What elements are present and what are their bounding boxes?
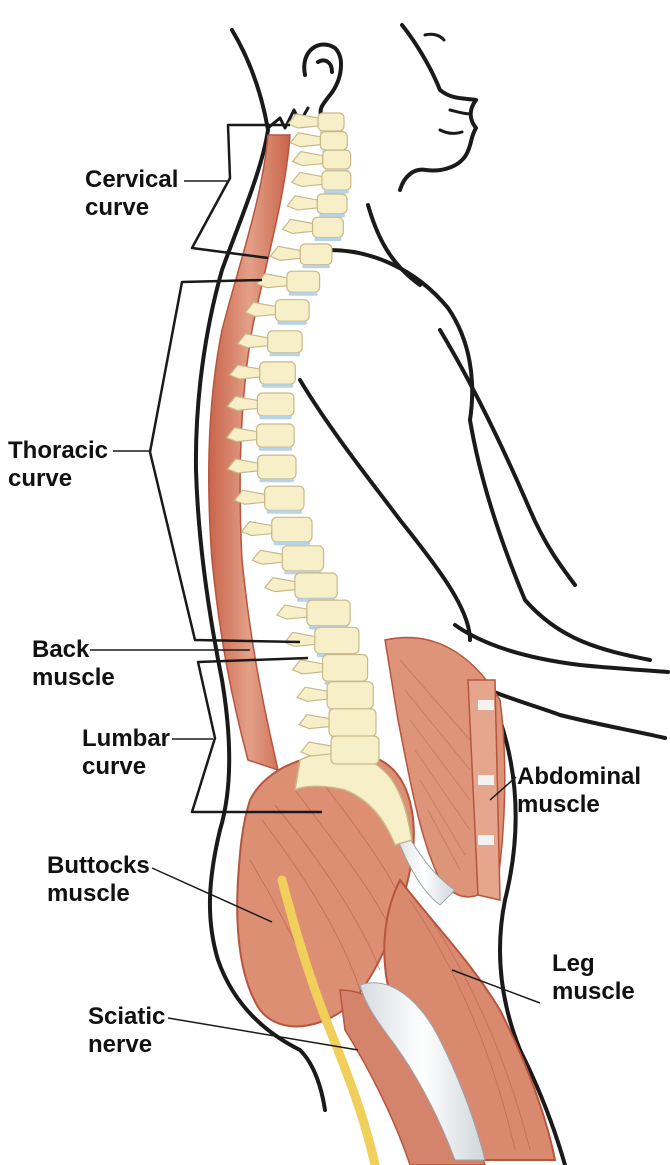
vertebra-body <box>295 573 337 598</box>
vertebra-body <box>313 217 344 237</box>
vertebra-process <box>297 687 327 701</box>
vertebra-process <box>290 133 320 147</box>
vertebra-body <box>258 455 296 479</box>
vertebra-body <box>323 655 368 682</box>
label-lumbar-curve: Lumbar curve <box>82 725 170 781</box>
vertebra-body <box>318 113 344 131</box>
intervertebral-disc <box>274 542 310 546</box>
label-lumbar-line2: curve <box>82 753 170 781</box>
vertebra-process <box>301 742 331 756</box>
intervertebral-disc <box>277 321 307 325</box>
vertebra-body <box>315 627 359 653</box>
intervertebral-disc <box>270 353 301 357</box>
label-thoracic-line1: Thoracic <box>8 437 108 465</box>
vertebra-process <box>242 522 272 536</box>
vertebra-body <box>265 486 304 510</box>
vertebra-process <box>293 152 323 166</box>
label-back-line2: muscle <box>32 664 115 692</box>
label-sciatic-nerve: Sciatic nerve <box>88 1003 165 1059</box>
label-sciatic-line1: Sciatic <box>88 1003 165 1031</box>
label-abdominal-line1: Abdominal <box>517 763 641 791</box>
label-cervical-line2: curve <box>85 194 178 222</box>
label-buttocks-line2: muscle <box>47 880 150 908</box>
intervertebral-disc <box>262 384 294 388</box>
vertebra-process <box>283 219 313 233</box>
vertebra-body <box>331 736 379 764</box>
label-leg-line2: muscle <box>552 978 635 1006</box>
vertebra-body <box>307 600 350 626</box>
label-buttocks-line1: Buttocks <box>47 852 150 880</box>
vertebra-process <box>252 550 282 564</box>
label-back-muscle: Back muscle <box>32 636 115 692</box>
vertebra-body <box>300 244 332 265</box>
intervertebral-disc <box>324 190 349 194</box>
vertebra-body <box>275 300 309 322</box>
vertebra-process <box>285 632 315 646</box>
vertebra-process <box>277 605 307 619</box>
vertebra-body <box>317 194 347 214</box>
vertebra-body <box>257 424 295 447</box>
intervertebral-disc <box>315 238 342 242</box>
vertebra-body <box>260 362 296 384</box>
intervertebral-disc <box>259 416 292 420</box>
vertebra-process <box>299 715 329 729</box>
vertebra-process <box>287 196 317 210</box>
label-cervical-curve: Cervical curve <box>85 166 178 222</box>
label-abdominal-muscle: Abdominal muscle <box>517 763 641 819</box>
label-lumbar-line1: Lumbar <box>82 725 170 753</box>
label-thoracic-curve: Thoracic curve <box>8 437 108 493</box>
vertebra-process <box>265 578 295 592</box>
vertebra-process <box>293 660 323 674</box>
intervertebral-disc <box>289 292 318 296</box>
label-leg-muscle: Leg muscle <box>552 950 635 1006</box>
label-back-line1: Back <box>32 636 115 664</box>
vertebra-body <box>268 331 303 353</box>
label-sciatic-line2: nerve <box>88 1031 165 1059</box>
vertebra-body <box>322 171 351 190</box>
vertebra-body <box>329 709 376 737</box>
vertebra-body <box>327 682 373 709</box>
intervertebral-disc <box>302 265 330 269</box>
vertebra-body <box>323 150 351 169</box>
intervertebral-disc <box>259 447 293 451</box>
vertebra-process <box>270 246 300 260</box>
intervertebral-disc <box>260 479 294 483</box>
label-thoracic-line2: curve <box>8 465 108 493</box>
label-leg-line1: Leg <box>552 950 635 978</box>
vertebra-process <box>292 172 322 186</box>
vertebra-body <box>257 393 294 416</box>
label-abdominal-line2: muscle <box>517 791 641 819</box>
intervertebral-disc <box>267 510 302 514</box>
label-cervical-line1: Cervical <box>85 166 178 194</box>
vertebra-body <box>282 546 323 571</box>
vertebra-body <box>320 132 347 150</box>
vertebra-body <box>272 517 312 542</box>
label-buttocks-muscle: Buttocks muscle <box>47 852 150 908</box>
vertebra-body <box>287 271 320 292</box>
